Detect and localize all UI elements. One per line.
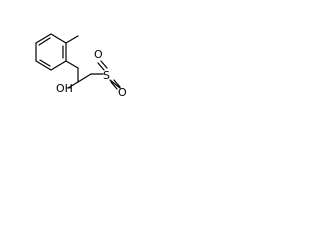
methyl-bond-bottom [65, 60, 79, 69]
oxygen-label-lower: O [118, 86, 127, 99]
sulfur-label: S [103, 69, 110, 82]
so-double-bond-upper-b [100, 60, 108, 69]
benzene-ring [35, 33, 67, 71]
structure-canvas: OH S O O [0, 0, 152, 152]
carbinol-to-oh-bond [67, 81, 79, 89]
so-double-bond-upper-a [97, 62, 105, 71]
so-double-bond-lower-a [113, 79, 121, 88]
ring-double-bond-2 [39, 59, 51, 67]
methyl-bond-top [65, 35, 79, 44]
hydroxyl-label: OH [56, 82, 73, 95]
so-double-bond-lower-b [110, 81, 118, 90]
ring-double-bond-1 [38, 37, 51, 46]
oxygen-label-upper: O [94, 48, 103, 61]
molecule-diagram: OH S O O [35, 33, 127, 99]
ring-bond-2 [35, 33, 52, 44]
ring-bond-5 [50, 60, 67, 71]
carbinol-to-ch2-bond [77, 73, 92, 83]
sulfur-to-methyl-bond [109, 79, 121, 89]
ring-bond-4 [35, 60, 52, 71]
ring-bond-1 [50, 33, 67, 44]
